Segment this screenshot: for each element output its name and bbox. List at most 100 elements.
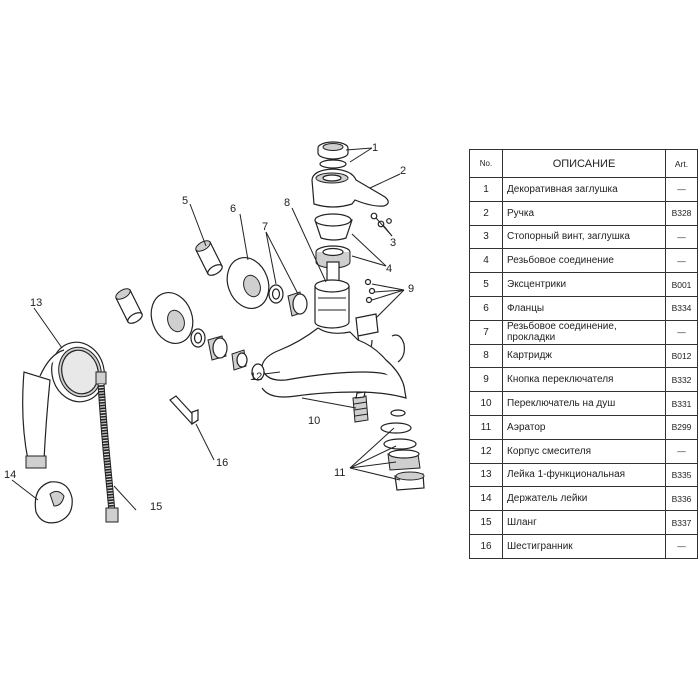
callout-3: 3 [390, 237, 396, 249]
row-art: B299 [665, 414, 698, 440]
row-no: 7 [469, 319, 503, 345]
callout-4: 4 [386, 263, 392, 275]
part-9-diverter-button [355, 278, 379, 353]
row-art: — [665, 224, 698, 250]
row-no: 8 [469, 343, 503, 369]
header-no: No. [469, 149, 503, 178]
header-description: ОПИСАНИЕ [502, 149, 666, 178]
exploded-view-diagram: 1 2 3 4 5 6 7 8 9 10 11 12 13 14 15 16 [4, 141, 425, 524]
row-description: Эксцентрики [502, 272, 666, 297]
callout-9: 9 [408, 283, 414, 295]
callout-13: 13 [30, 297, 42, 309]
row-no: 1 [469, 177, 503, 202]
leader-lines [11, 147, 405, 511]
row-description: Кнопка переключателя [502, 367, 666, 393]
header-art: Art. [665, 149, 698, 178]
part-2-handle-lever [311, 168, 389, 208]
row-art: B331 [665, 391, 698, 416]
callout-14: 14 [4, 469, 16, 481]
part-3-set-screws [370, 212, 392, 228]
callout-7: 7 [262, 221, 268, 233]
callout-12: 12 [250, 371, 262, 383]
row-description: Корпус смесителя [502, 438, 666, 464]
row-no: 4 [469, 248, 503, 274]
callout-6: 6 [230, 203, 236, 215]
part-1-decorative-cap [317, 141, 349, 169]
row-no: 5 [469, 272, 503, 297]
row-description: Шланг [502, 510, 666, 535]
row-description: Резьбовое соединение [502, 248, 666, 274]
row-art: — [665, 248, 698, 274]
row-art: — [665, 438, 698, 464]
part-6-flanges [150, 257, 270, 344]
row-no: 12 [469, 438, 503, 464]
part-15-hose [95, 371, 119, 523]
part-4-threaded-rings [314, 213, 353, 269]
row-art: B334 [665, 295, 698, 321]
callout-11: 11 [334, 467, 345, 479]
part-10-shower-diverter [352, 391, 406, 423]
row-art: B335 [665, 462, 698, 488]
row-no: 11 [469, 414, 503, 440]
table-header-row: No. ОПИСАНИЕ Art. [469, 149, 698, 178]
row-no: 9 [469, 367, 503, 393]
row-art: B328 [665, 200, 698, 226]
row-art: — [665, 319, 698, 345]
row-no: 3 [469, 224, 503, 250]
part-16-hex-key [169, 395, 199, 426]
row-art: — [665, 177, 698, 202]
part-8-cartridge [314, 261, 350, 329]
row-description: Стопорный винт, заглушка [502, 224, 666, 250]
row-art: — [665, 533, 698, 559]
row-no: 14 [469, 486, 503, 512]
row-description: Переключатель на душ [502, 391, 666, 416]
row-description: Лейка 1-функциональная [502, 462, 666, 488]
part-11-aerator [380, 422, 425, 491]
part-12-mixer-body [261, 327, 407, 399]
row-description: Ручка [502, 200, 666, 226]
row-description: Картридж [502, 343, 666, 369]
row-art: B337 [665, 510, 698, 535]
row-no: 15 [469, 510, 503, 535]
row-no: 2 [469, 200, 503, 226]
row-art: B012 [665, 343, 698, 369]
callout-1: 1 [372, 142, 378, 154]
part-5-eccentrics [115, 240, 223, 324]
callout-2: 2 [400, 165, 406, 177]
row-description: Декоративная заглушка [502, 177, 666, 202]
row-art: B332 [665, 367, 698, 393]
row-description: Держатель лейки [502, 486, 666, 512]
row-no: 16 [469, 533, 503, 559]
callout-5: 5 [182, 195, 188, 207]
row-description: Фланцы [502, 295, 666, 321]
row-no: 13 [469, 462, 503, 488]
row-description: Резьбовое соединение, прокладки [502, 319, 666, 345]
callout-labels: 1 2 3 4 5 6 7 8 9 10 11 12 13 14 15 16 [4, 142, 414, 513]
part-7-nuts-gaskets [190, 284, 308, 381]
row-no: 6 [469, 295, 503, 321]
callout-8: 8 [284, 197, 290, 209]
callout-10: 10 [308, 415, 320, 427]
part-14-shower-holder [34, 481, 73, 524]
row-description: Шестигранник [502, 533, 666, 559]
row-art: B336 [665, 486, 698, 512]
callout-15: 15 [150, 501, 162, 513]
callout-16: 16 [216, 457, 228, 469]
row-no: 10 [469, 391, 503, 416]
